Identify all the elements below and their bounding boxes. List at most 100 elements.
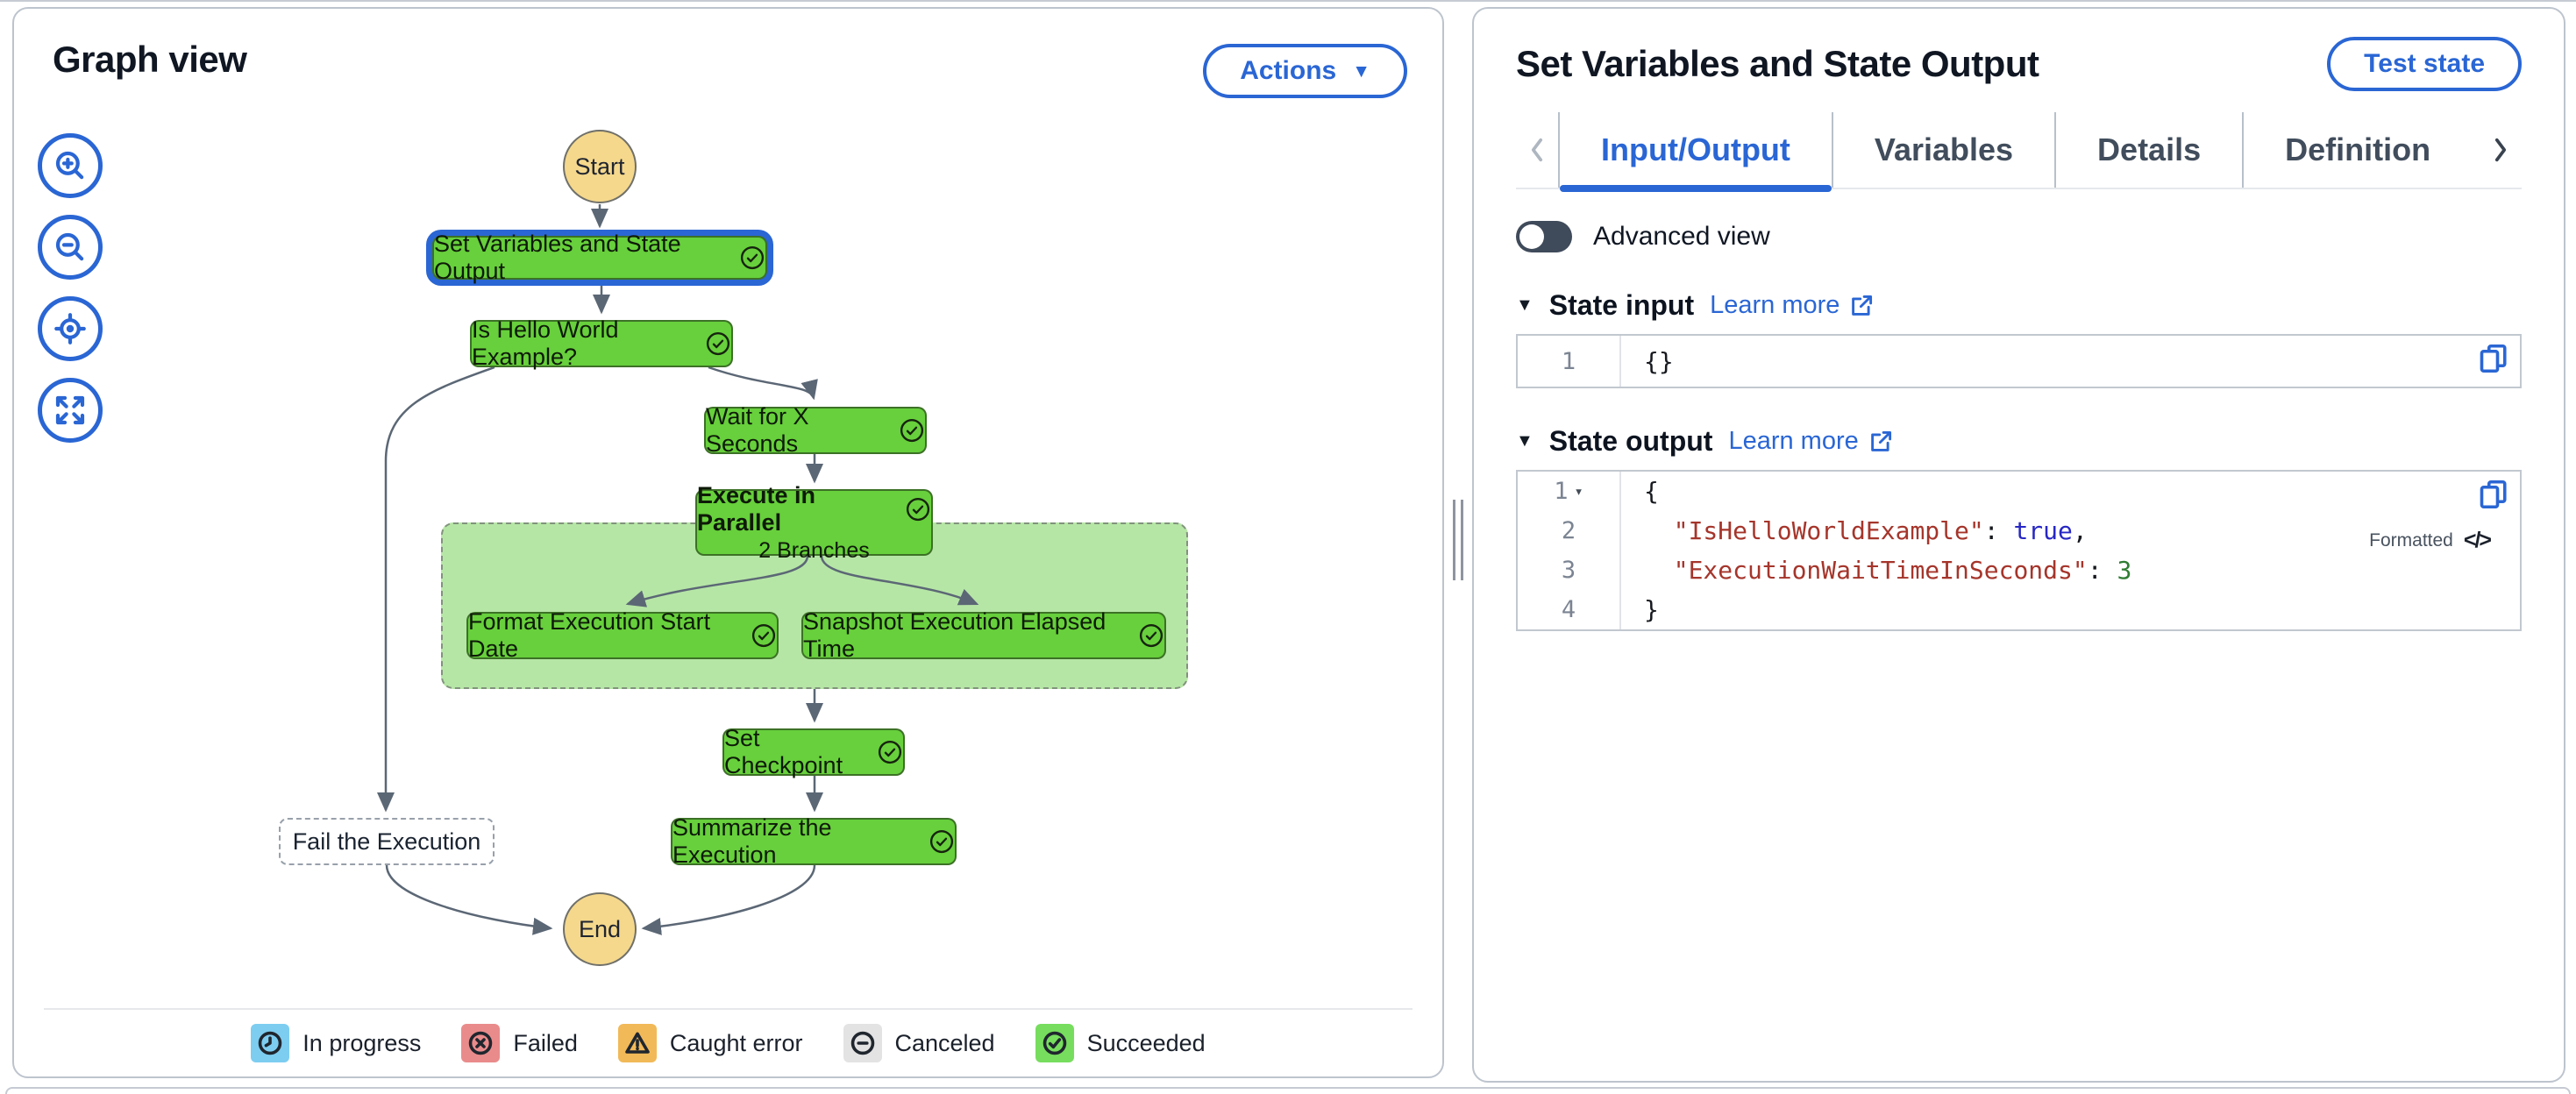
- legend-label: Succeeded: [1086, 1029, 1206, 1056]
- copy-state-output-button[interactable]: [2478, 479, 2509, 513]
- state-detail-title: Set Variables and State Output: [1516, 43, 2039, 84]
- succeeded-check-icon: [1138, 622, 1164, 649]
- legend-item: Succeeded: [1035, 1024, 1206, 1062]
- node-set-variables-and-state-output[interactable]: Set Variables and State Output: [432, 231, 767, 284]
- end-node-label: End: [578, 915, 622, 942]
- zoom-in-button[interactable]: [38, 133, 103, 198]
- tab-input-output[interactable]: Input/Output: [1558, 112, 1832, 192]
- fold-toggle-icon[interactable]: ▾: [1574, 482, 1583, 501]
- node-label: Format Execution Start Date: [468, 608, 711, 662]
- succeeded-check-icon: [899, 417, 925, 444]
- end-node: End: [563, 892, 637, 966]
- node-label: Is Hello World Example?: [472, 316, 619, 370]
- tab-variables[interactable]: Variables: [1831, 112, 2054, 188]
- code-line: 4}: [1518, 590, 2520, 629]
- graph-zoom-controls: [38, 133, 103, 443]
- state-input-heading: State input: [1548, 289, 1695, 321]
- clock-icon: [251, 1024, 290, 1062]
- line-number: 4: [1518, 590, 1621, 629]
- node-fail-the-execution[interactable]: Fail the Execution: [279, 818, 495, 865]
- code-view-toggle-icon[interactable]: </>: [2463, 528, 2492, 552]
- expand-arrows-icon: [55, 395, 85, 425]
- code-line: 2 "IsHelloWorldExample": true,: [1518, 511, 2520, 551]
- copy-icon: [2480, 344, 2507, 373]
- check-circle-icon: [1035, 1024, 1074, 1062]
- graph-view-title: Graph view: [53, 39, 247, 80]
- toggle-knob: [1519, 224, 1544, 249]
- tab-details[interactable]: Details: [2054, 112, 2242, 188]
- actions-button[interactable]: Actions ▼: [1203, 44, 1407, 98]
- panel-resize-handle[interactable]: [1448, 500, 1468, 580]
- fit-view-button[interactable]: [38, 378, 103, 443]
- node-is-hello-world-example[interactable]: Is Hello World Example?: [470, 316, 733, 370]
- legend-label: In progress: [302, 1029, 422, 1056]
- center-graph-button[interactable]: [38, 296, 103, 361]
- node-label: Summarize the Execution: [672, 814, 832, 868]
- learn-more-label: Learn more: [1710, 291, 1840, 319]
- tabs-scroll-left-button[interactable]: [1516, 112, 1558, 188]
- graph-view-panel: Graph view Actions ▼: [12, 7, 1444, 1078]
- caret-down-icon: ▼: [1352, 61, 1370, 82]
- line-number: 1: [1518, 336, 1621, 387]
- legend-item: In progress: [251, 1024, 421, 1062]
- x-circle-icon: [461, 1024, 501, 1062]
- state-output-learn-more-link[interactable]: Learn more: [1728, 427, 1893, 456]
- state-output-collapse-icon[interactable]: ▼: [1516, 431, 1534, 451]
- code-content: "ExecutionWaitTimeInSeconds": 3: [1673, 556, 2132, 585]
- succeeded-check-icon: [751, 622, 777, 649]
- node-label: Fail the Execution: [292, 828, 481, 855]
- state-input-learn-more-link[interactable]: Learn more: [1710, 291, 1875, 320]
- legend-label: Failed: [513, 1029, 578, 1056]
- line-number: 1▾: [1518, 472, 1621, 511]
- minus-circle-icon: [843, 1024, 882, 1062]
- code-content: "IsHelloWorldExample": true,: [1673, 516, 2088, 545]
- node-set-checkpoint[interactable]: Set Checkpoint: [722, 725, 905, 778]
- test-state-button-label: Test state: [2364, 49, 2485, 78]
- node-label: Snapshot Execution Elapsed Time: [803, 608, 1107, 662]
- test-state-button[interactable]: Test state: [2327, 37, 2522, 91]
- tab-definition[interactable]: Definition: [2242, 112, 2437, 188]
- chevron-left-icon: [1531, 138, 1543, 162]
- zoom-in-icon: [55, 151, 84, 180]
- external-link-icon: [1870, 430, 1891, 451]
- zoom-out-icon: [55, 232, 84, 261]
- state-detail-panel: Set Variables and State Output Test stat…: [1472, 7, 2565, 1083]
- node-format-execution-start-date[interactable]: Format Execution Start Date: [466, 608, 779, 662]
- legend-label: Canceled: [894, 1029, 995, 1056]
- node-summarize-the-execution[interactable]: Summarize the Execution: [671, 814, 957, 868]
- code-line: 1{}: [1518, 336, 2520, 387]
- tabs-scroll-right-button[interactable]: [2480, 112, 2522, 188]
- node-label: Wait for X Seconds: [706, 403, 809, 457]
- code-content: {: [1644, 477, 1659, 506]
- state-input-collapse-icon[interactable]: ▼: [1516, 295, 1534, 315]
- status-legend: In progress Failed Caught error Canceled Suc…: [44, 1008, 1413, 1076]
- start-node: Start: [563, 130, 637, 203]
- start-node-label: Start: [574, 153, 625, 180]
- state-input-editor[interactable]: 1{}: [1516, 334, 2522, 388]
- advanced-view-toggle[interactable]: [1516, 221, 1572, 252]
- node-label: Set Variables and State Output: [434, 231, 681, 284]
- copy-icon: [2480, 480, 2507, 509]
- code-line: 1▾ {: [1518, 472, 2520, 511]
- legend-label: Caught error: [669, 1029, 803, 1056]
- node-wait-for-x-seconds[interactable]: Wait for X Seconds: [704, 403, 927, 457]
- chevron-right-icon: [2494, 138, 2507, 162]
- copy-state-input-button[interactable]: [2478, 343, 2509, 377]
- advanced-view-label: Advanced view: [1593, 222, 1770, 251]
- node-snapshot-execution-elapsed-time[interactable]: Snapshot Execution Elapsed Time: [801, 608, 1166, 662]
- line-number: 3: [1518, 551, 1621, 590]
- node-execute-in-parallel[interactable]: Execute in Parallel 2 Branches: [695, 482, 933, 563]
- state-output-heading: State output: [1548, 425, 1713, 457]
- center-target-icon: [54, 313, 86, 345]
- legend-item: Canceled: [843, 1024, 995, 1062]
- state-output-editor[interactable]: Formatted </> 1▾ {2 "IsHelloWorldExample"…: [1516, 470, 2522, 631]
- branches-count-label: 2 Branches: [758, 537, 870, 563]
- succeeded-check-icon: [905, 496, 931, 522]
- formatted-chip: Formatted </>: [2369, 528, 2492, 553]
- zoom-out-button[interactable]: [38, 215, 103, 280]
- top-divider: [0, 0, 2576, 2]
- external-link-icon: [1852, 295, 1873, 316]
- succeeded-check-icon: [705, 330, 731, 357]
